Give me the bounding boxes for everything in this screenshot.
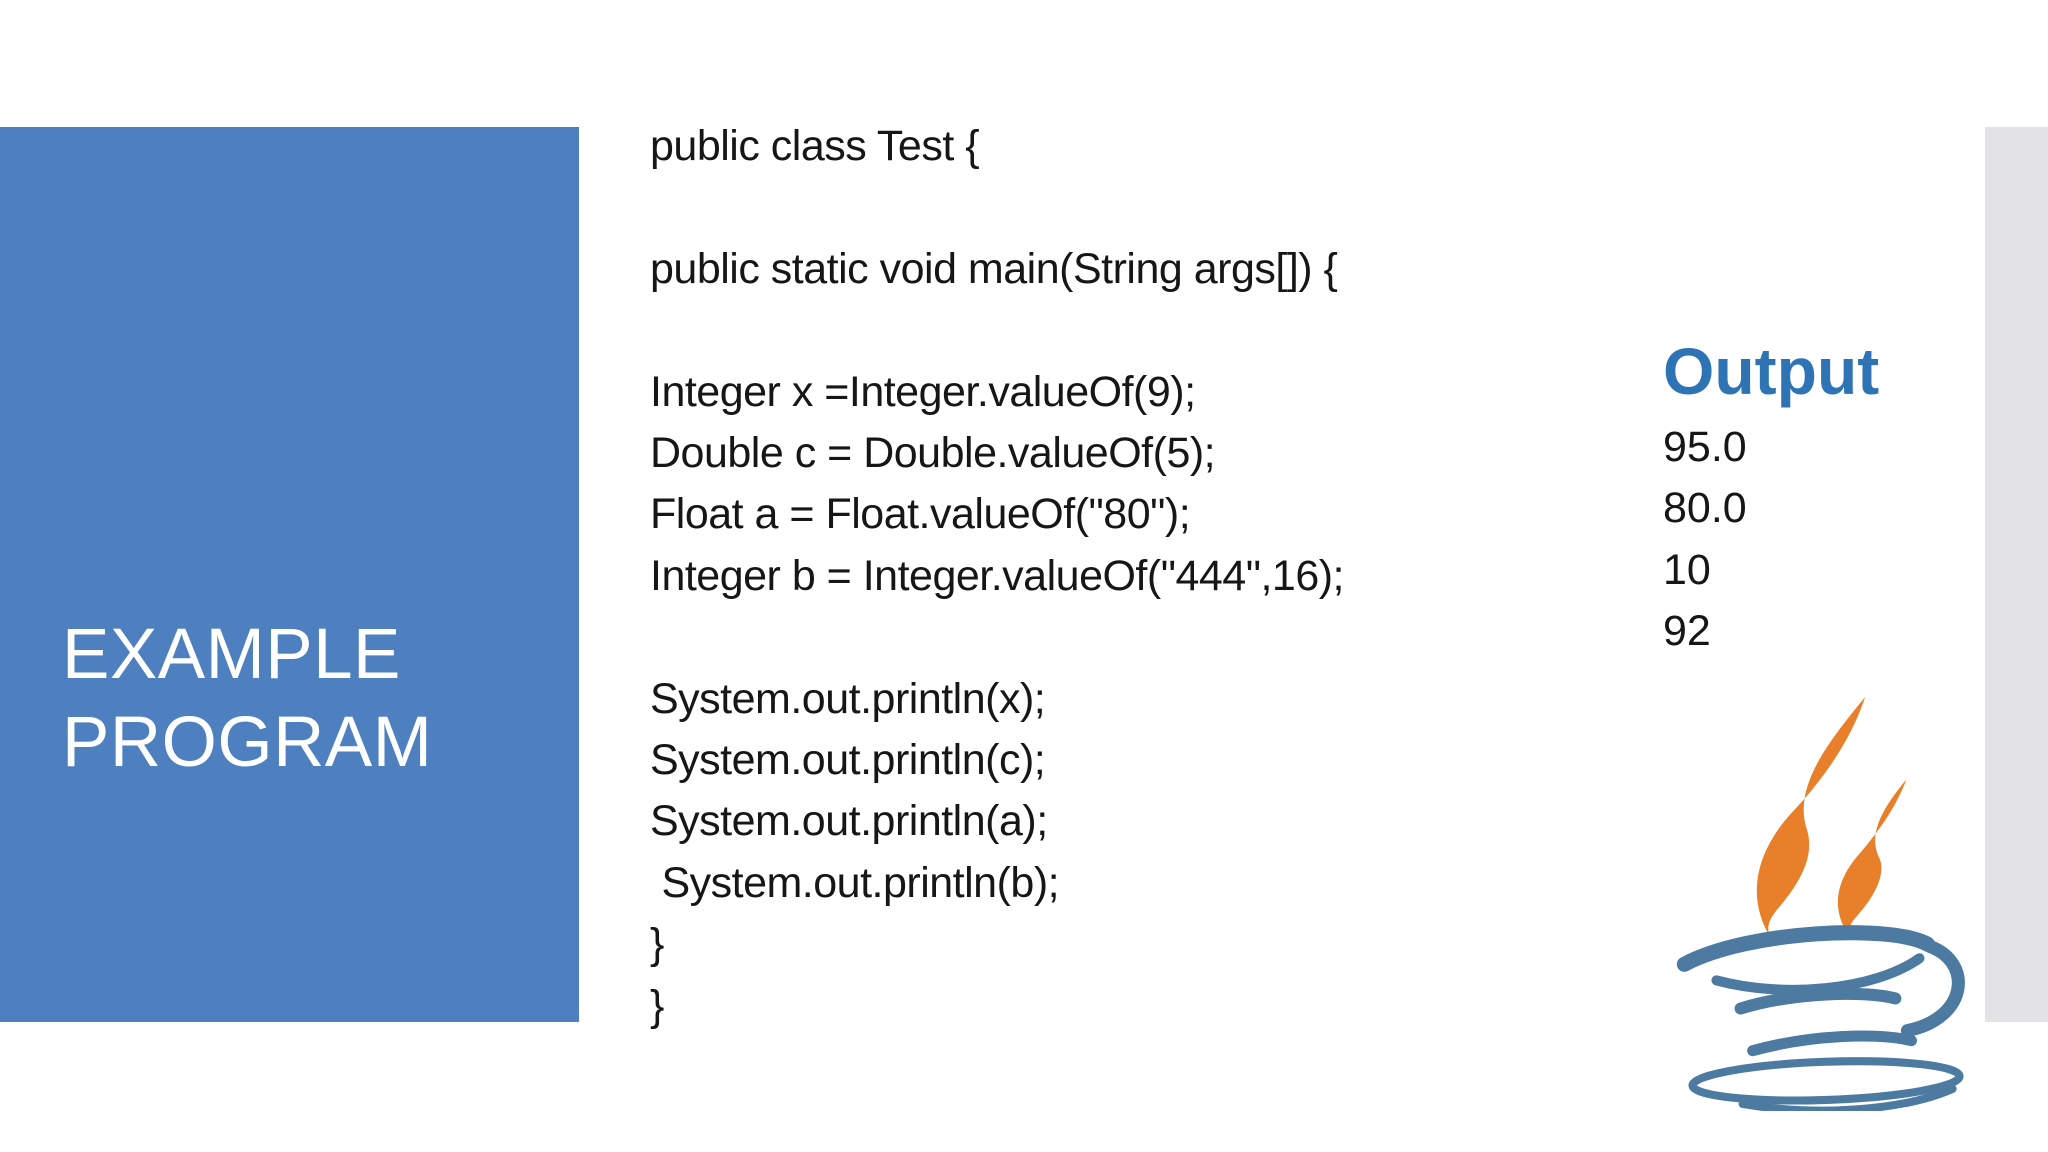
right-edge-strip <box>1985 127 2048 1022</box>
output-values: 95.0 80.0 10 92 <box>1663 423 1747 655</box>
title-panel: EXAMPLE PROGRAM <box>0 127 579 1022</box>
java-code-block: public class Test { public static void m… <box>650 122 1345 1030</box>
slide-title: EXAMPLE PROGRAM <box>62 615 433 782</box>
java-logo-icon <box>1676 697 1965 1111</box>
steam-icon <box>1756 697 1907 940</box>
cup-icon <box>1676 925 1965 1111</box>
output-heading: Output <box>1663 334 1880 408</box>
